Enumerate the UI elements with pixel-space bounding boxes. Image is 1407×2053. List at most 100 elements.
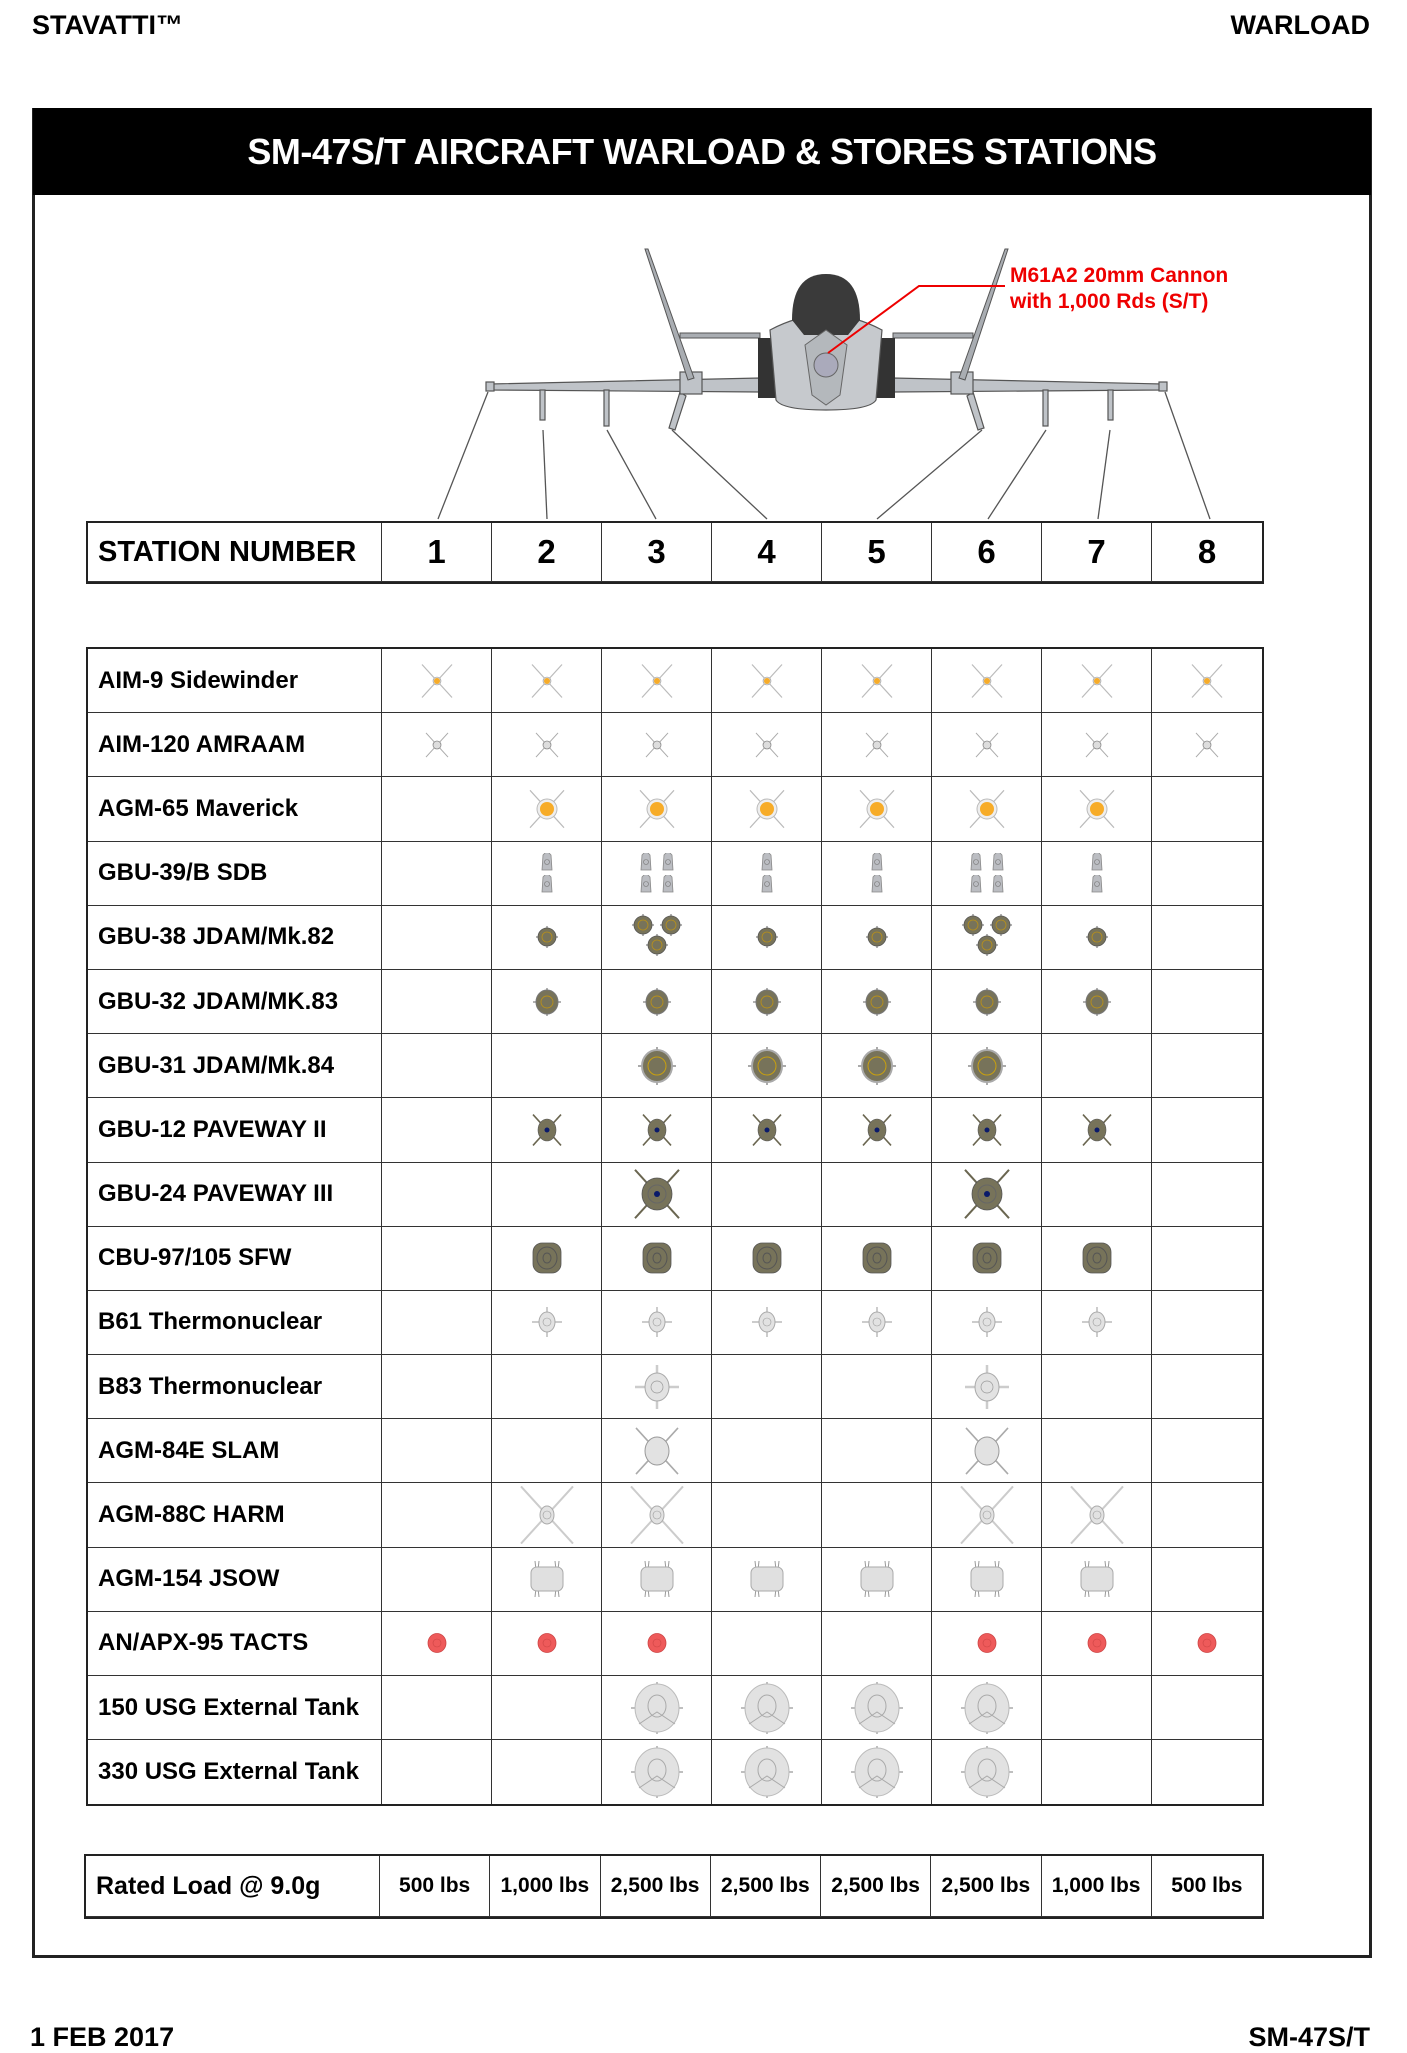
load-cell-station-6 xyxy=(932,1547,1042,1612)
load-cell-station-7 xyxy=(1042,1034,1152,1099)
load-cell-station-4 xyxy=(712,1611,822,1676)
amraam-icon xyxy=(421,729,453,761)
jdam-small-icon xyxy=(753,923,781,951)
cbu-icon xyxy=(858,1239,896,1277)
stores-icon-group xyxy=(970,985,1004,1019)
load-cell-station-1 xyxy=(382,969,492,1035)
weapon-label: B61 Thermonuclear xyxy=(88,1290,382,1356)
rated-load-station-7: 1,000 lbs xyxy=(1041,1856,1152,1917)
load-cell-station-7 xyxy=(1042,1419,1152,1484)
sidewinder-icon xyxy=(747,661,787,701)
load-cell-station-6 xyxy=(932,1355,1042,1420)
stores-icon-group xyxy=(1068,1486,1126,1545)
cbu-icon xyxy=(1078,1239,1116,1277)
load-cell-station-4 xyxy=(712,1676,822,1741)
stores-icon-group xyxy=(961,1361,1013,1413)
jdam-medium-icon xyxy=(640,985,674,1019)
load-cell-station-4 xyxy=(712,1740,822,1805)
station-leader-lines xyxy=(437,391,1211,520)
sidewinder-icon xyxy=(637,661,677,701)
load-cell-station-1 xyxy=(382,1162,492,1227)
rated-load-station-1: 500 lbs xyxy=(380,1856,491,1917)
stores-icon-group xyxy=(421,729,453,761)
stores-icon-group xyxy=(958,1486,1016,1545)
load-cell-station-7 xyxy=(1042,1226,1152,1291)
load-cell-station-2 xyxy=(492,1740,602,1805)
fuselage xyxy=(758,274,895,411)
load-cell-station-5 xyxy=(822,1611,932,1676)
amraam-icon xyxy=(861,729,893,761)
stores-icon-group xyxy=(738,1743,796,1801)
load-cell-station-2 xyxy=(492,969,602,1035)
load-cell-station-4 xyxy=(712,1162,822,1227)
b61-icon xyxy=(639,1304,675,1340)
stores-icon-group xyxy=(637,661,677,701)
stores-icon-group xyxy=(738,1679,796,1737)
load-cell-station-2 xyxy=(492,1483,602,1548)
load-cell-station-1 xyxy=(382,713,492,778)
stores-icon-group xyxy=(958,1679,1016,1737)
stores-icon-group xyxy=(1087,853,1107,893)
jdam-small-icon xyxy=(959,911,987,939)
load-cell-station-6 xyxy=(932,1676,1042,1741)
stores-icon-group xyxy=(1081,729,1113,761)
weapon-label: GBU-12 PAVEWAY II xyxy=(88,1098,382,1163)
stores-icon-group xyxy=(969,1304,1005,1340)
station-number-5: 5 xyxy=(822,523,932,582)
station-number-8: 8 xyxy=(1152,523,1262,582)
load-cell-station-8 xyxy=(1152,649,1262,714)
stores-icon-group xyxy=(749,1304,785,1340)
jdam-large-icon xyxy=(745,1044,789,1088)
maverick-icon xyxy=(1075,787,1119,831)
stores-icon-group xyxy=(1079,1304,1115,1340)
load-cell-station-3 xyxy=(602,1290,712,1356)
amraam-icon xyxy=(751,729,783,761)
load-cell-station-7 xyxy=(1042,1547,1152,1612)
tank-icon xyxy=(628,1743,686,1801)
jdam-small-icon xyxy=(629,911,657,939)
load-cell-station-7 xyxy=(1042,1676,1152,1741)
b61-icon xyxy=(529,1304,565,1340)
load-cell-station-7 xyxy=(1042,1483,1152,1548)
load-cell-station-4 xyxy=(712,777,822,842)
load-cell-station-4 xyxy=(712,841,822,906)
cannon-callout-line1: M61A2 20mm Cannon xyxy=(1010,264,1229,287)
sdb-icon xyxy=(758,853,776,871)
stores-icon-group xyxy=(863,923,891,951)
load-cell-station-6 xyxy=(932,1162,1042,1227)
stores-icon-group xyxy=(967,661,1007,701)
station-number-label: STATION NUMBER xyxy=(88,523,382,582)
load-cell-station-2 xyxy=(492,1611,602,1676)
tacts-icon xyxy=(645,1631,669,1655)
stores-icon-group xyxy=(967,1559,1007,1599)
load-cell-station-5 xyxy=(822,649,932,714)
b83-icon xyxy=(961,1361,1013,1413)
paveway-small-icon xyxy=(967,1110,1007,1150)
sdb-icon xyxy=(758,875,776,893)
load-cell-station-8 xyxy=(1152,970,1262,1035)
load-cell-station-5 xyxy=(822,1226,932,1291)
stores-icon-group xyxy=(635,1044,679,1088)
load-cell-station-8 xyxy=(1152,1355,1262,1420)
sidewinder-icon xyxy=(1187,661,1227,701)
load-cell-station-1 xyxy=(382,1419,492,1484)
load-cell-station-5 xyxy=(822,1740,932,1805)
load-cell-station-2 xyxy=(492,1355,602,1420)
load-cell-station-3 xyxy=(602,1676,712,1741)
stores-icon-group xyxy=(628,1679,686,1737)
load-cell-station-5 xyxy=(822,1290,932,1356)
stores-icon-group xyxy=(858,1239,896,1277)
paveway-large-icon xyxy=(960,1167,1014,1221)
tank-icon xyxy=(848,1743,906,1801)
load-cell-station-6 xyxy=(932,649,1042,714)
tacts-icon xyxy=(1195,1631,1219,1655)
weapon-label: 150 USG External Tank xyxy=(88,1676,382,1741)
load-cell-station-6 xyxy=(932,1740,1042,1805)
jsow-icon xyxy=(967,1559,1007,1599)
sidewinder-icon xyxy=(527,661,567,701)
load-cell-station-8 xyxy=(1152,777,1262,842)
load-cell-station-3 xyxy=(602,1098,712,1163)
stores-icon-group xyxy=(527,1559,567,1599)
stores-icon-group xyxy=(1077,1110,1117,1150)
load-cell-station-8 xyxy=(1152,713,1262,778)
